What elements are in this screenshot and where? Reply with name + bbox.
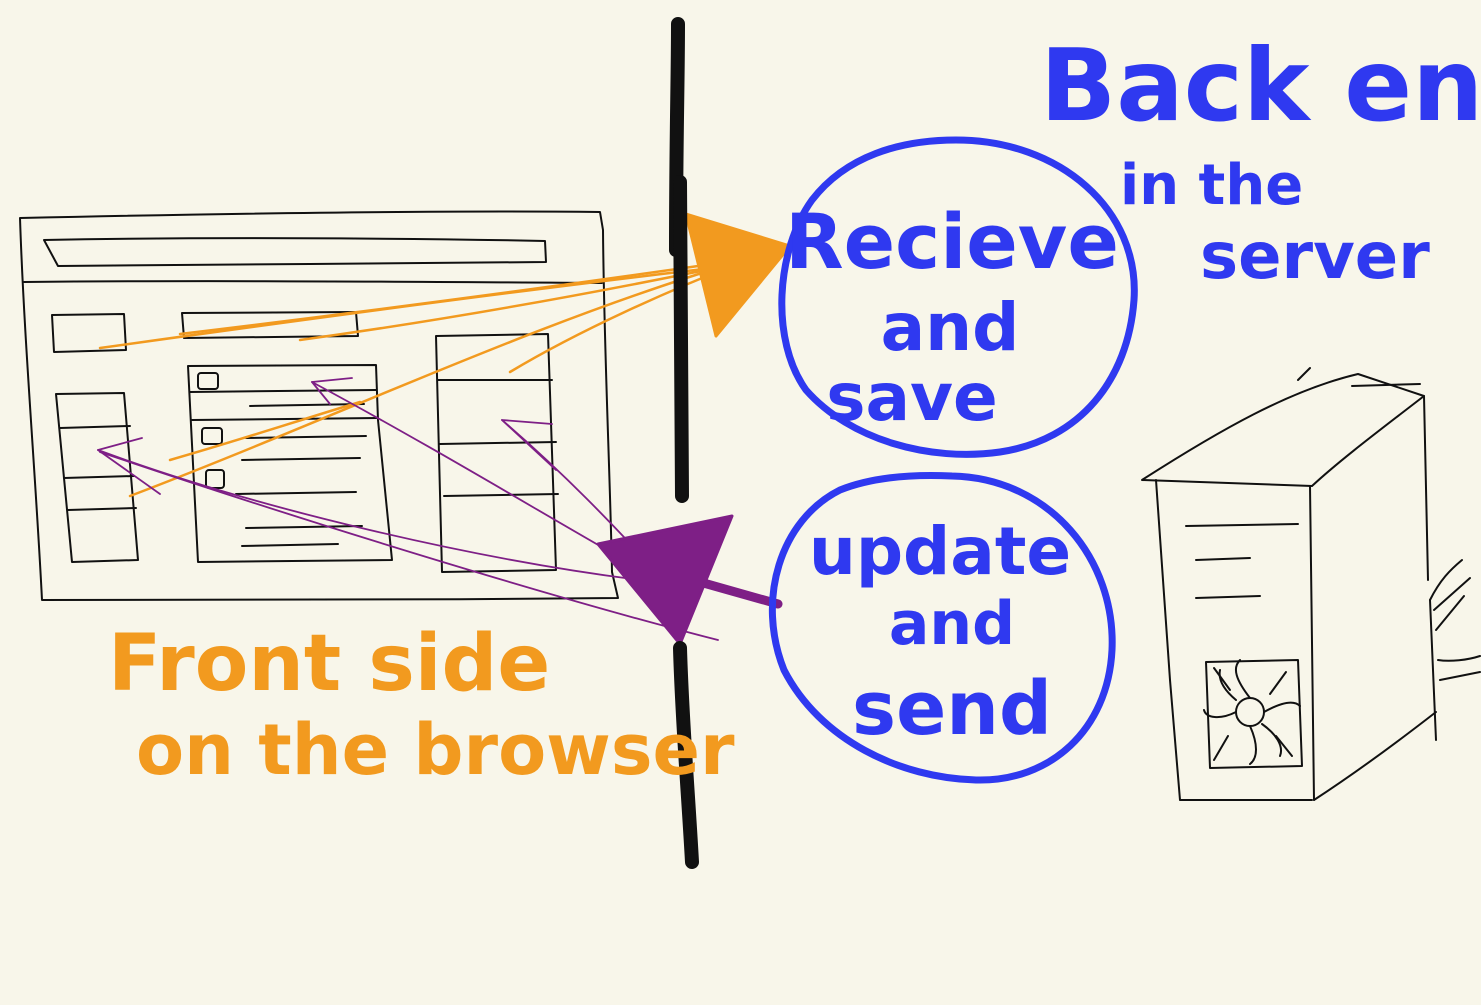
response-line-2 <box>99 451 719 641</box>
server-fan-grill <box>1213 667 1293 761</box>
checkbox-3 <box>205 469 225 489</box>
front-label-line-2: on the browser <box>136 709 735 791</box>
right-column-rows <box>437 379 559 497</box>
center-column-dividers <box>189 389 379 421</box>
browser-frame <box>19 210 619 601</box>
center-column-lines <box>235 403 367 547</box>
vertical-divider-line-icon <box>669 17 699 869</box>
browser-header-divider <box>23 280 603 284</box>
request-line-6 <box>168 400 362 462</box>
request-line-4 <box>128 260 740 498</box>
checkbox-1 <box>197 372 219 390</box>
center-column <box>187 364 393 563</box>
server-side-bottom <box>1313 711 1437 801</box>
request-line-3 <box>298 260 747 342</box>
backend-subtitle-line-2: server <box>1200 220 1430 294</box>
server-front-slots <box>1185 523 1299 599</box>
receive-text-line-3: save <box>826 359 998 436</box>
response-arrow-shaft <box>695 577 783 609</box>
response-tip-1 <box>97 437 161 495</box>
divider-segment-3 <box>673 641 699 869</box>
top-center-bar <box>181 311 359 339</box>
backend-subtitle-line-1: in the <box>1120 153 1303 218</box>
server-fan-hub <box>1235 697 1265 727</box>
checkbox-2 <box>201 427 223 445</box>
server-fan-blades-icon <box>1203 659 1301 765</box>
response-line-3 <box>311 381 601 547</box>
backend-title: Back end <box>1040 27 1481 144</box>
server-front-right <box>1309 485 1315 801</box>
right-column <box>435 333 557 573</box>
server-top <box>1141 373 1425 487</box>
server-side-right <box>1423 395 1437 741</box>
receive-text-line-1: Recieve <box>785 197 1119 286</box>
browser-window-sketch-icon <box>19 210 619 601</box>
receive-bubble <box>778 136 1138 458</box>
response-tip-3 <box>501 419 557 471</box>
server-front-left <box>1155 479 1313 801</box>
server-tower-sketch-icon <box>1141 367 1481 801</box>
left-column <box>55 392 139 563</box>
address-bar <box>43 237 547 267</box>
update-bubble <box>768 472 1116 784</box>
response-arrows <box>97 377 719 641</box>
update-text-line-1: update <box>809 513 1071 590</box>
response-arrowhead-icon <box>596 514 734 646</box>
server-top-accents <box>1297 367 1421 387</box>
left-column-rows <box>59 425 137 511</box>
server-fan-housing <box>1205 659 1303 769</box>
logo-box <box>51 313 127 353</box>
request-arrows <box>98 258 747 498</box>
update-text-line-3: send <box>852 666 1052 752</box>
update-text-line-2: and <box>889 589 1015 659</box>
request-line-2 <box>178 258 742 336</box>
request-arrowhead-icon <box>684 212 792 338</box>
front-label-line-1: Front side <box>108 619 550 709</box>
response-tip-2 <box>311 377 353 405</box>
divider-segment-2 <box>673 175 689 503</box>
receive-text-line-2: and <box>881 289 1020 366</box>
server-cables <box>1429 559 1481 681</box>
